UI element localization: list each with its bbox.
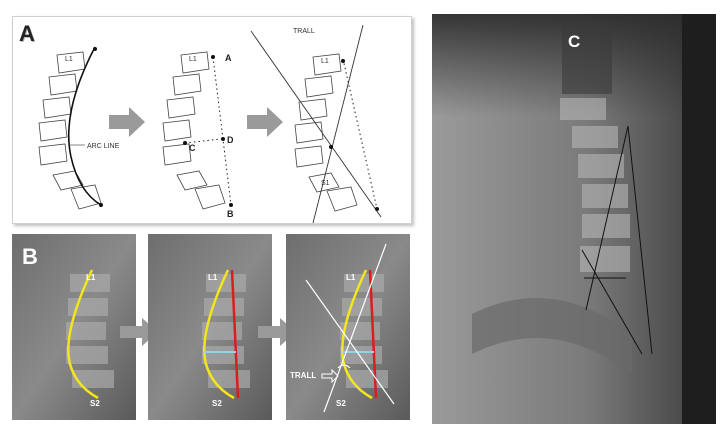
- label-s2-2: S2: [212, 399, 222, 408]
- panel-a-schematic: A L1 ARC LINE: [12, 16, 412, 224]
- label-l1-c: L1: [321, 58, 329, 65]
- label-s2: S2: [90, 399, 100, 408]
- diagram-construction: L1 A D C B: [163, 52, 234, 219]
- panel-a-diagram: L1 ARC LINE L1 A D C B: [13, 17, 411, 223]
- lateral-xray-image: [432, 14, 716, 424]
- panel-a-letter: A: [19, 21, 35, 47]
- label-point-c: C: [189, 143, 196, 153]
- panel-c-lateral-xray: C: [432, 14, 716, 424]
- panel-b-letter: B: [22, 244, 38, 270]
- arrow-a2: [247, 107, 283, 137]
- label-l1-3: L1: [346, 273, 356, 282]
- label-s1: S1: [321, 180, 330, 187]
- panel-c-letter: C: [568, 32, 580, 52]
- xray-frame-2: L1 S2: [148, 234, 272, 420]
- label-point-d: D: [227, 135, 234, 145]
- label-l1: L1: [65, 56, 73, 63]
- label-l1: L1: [86, 273, 96, 282]
- label-trall-a: TRALL: [293, 28, 315, 35]
- label-s2-3: S2: [336, 399, 346, 408]
- label-arc-line: ARC LINE: [87, 143, 120, 150]
- label-trall-b: TRALL: [290, 371, 316, 380]
- label-point-a: A: [225, 53, 232, 63]
- arrow-a1: [109, 107, 145, 137]
- label-point-b: B: [227, 209, 234, 219]
- label-l1-2: L1: [208, 273, 218, 282]
- panel-b-xray-sequence: L1 S2 B L1 S2: [12, 234, 410, 420]
- xray-frame-3: L1 S2 TRALL: [286, 234, 410, 420]
- diagram-arc-line: L1 ARC LINE: [39, 47, 120, 209]
- label-l1-b: L1: [189, 56, 197, 63]
